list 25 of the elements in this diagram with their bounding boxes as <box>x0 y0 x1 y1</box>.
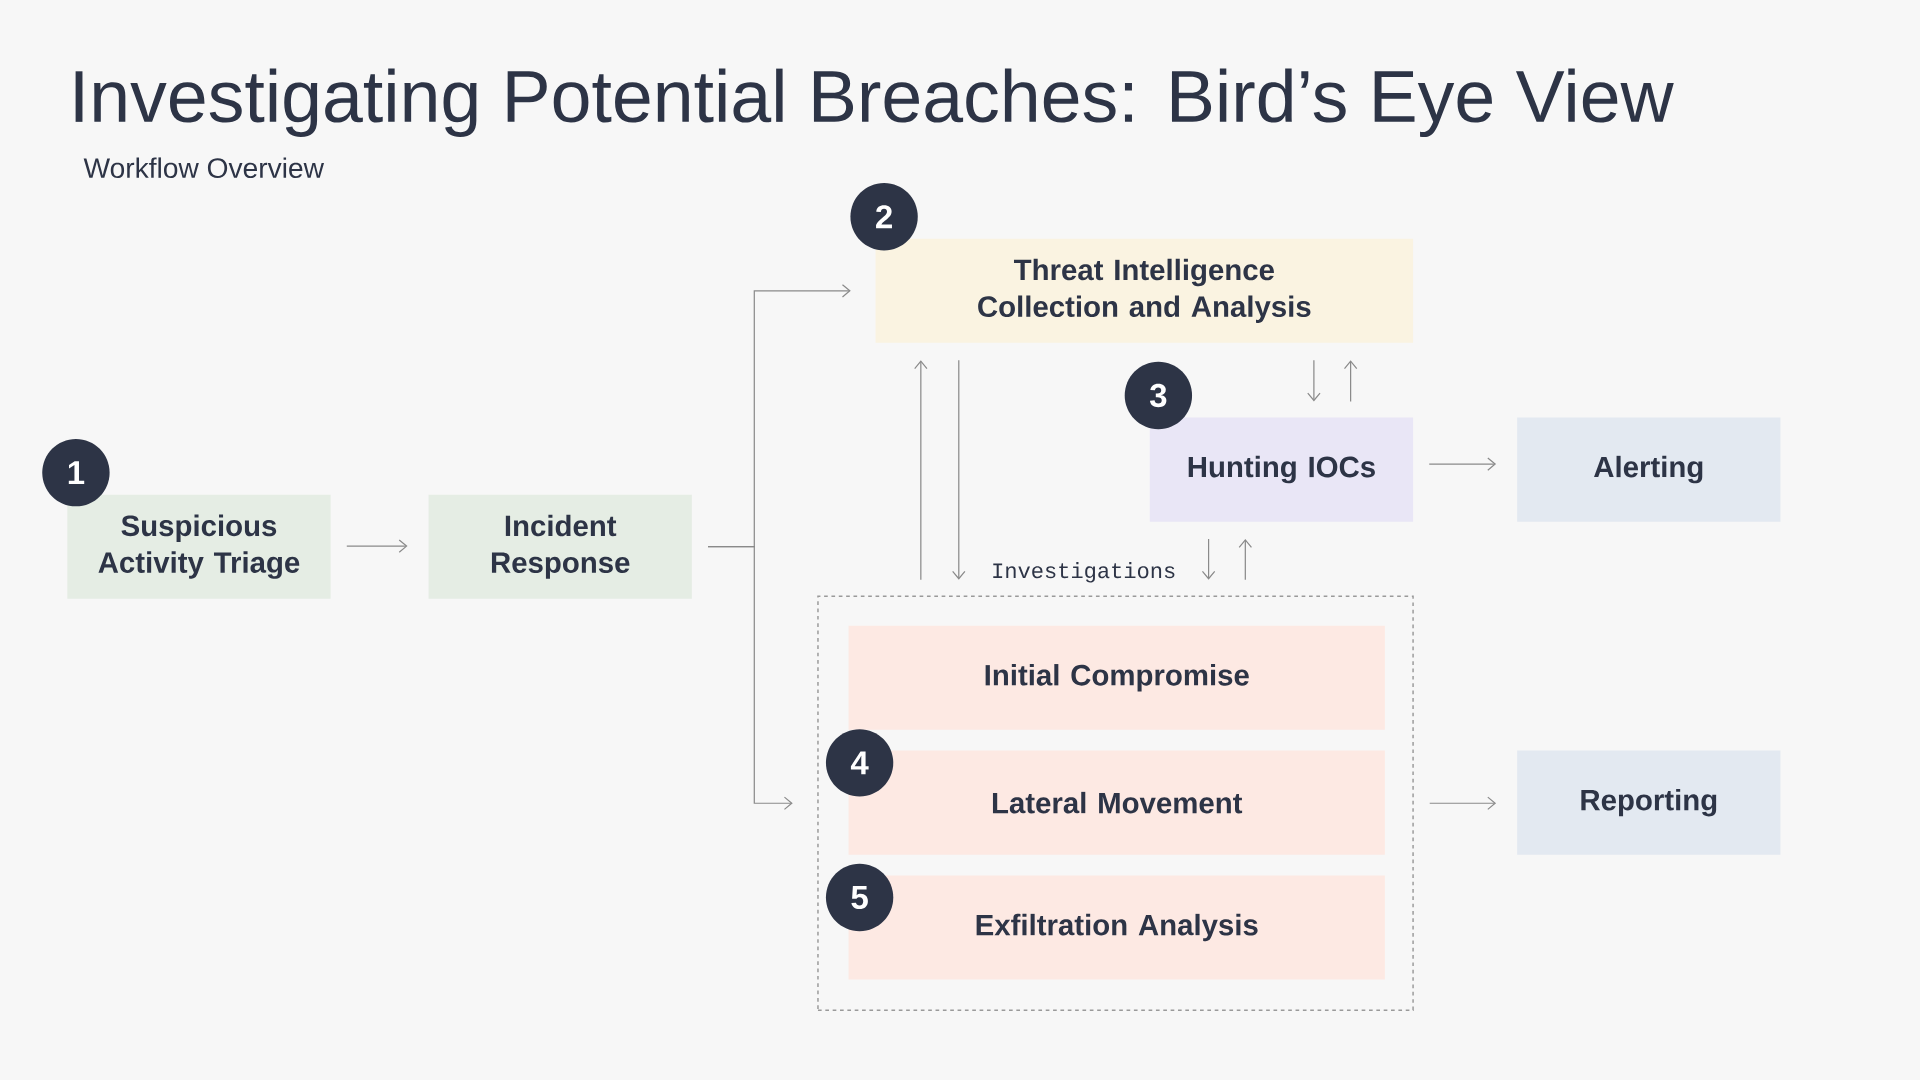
process-box: Suspicious Activity Triage <box>67 494 331 599</box>
arrow <box>1343 360 1358 402</box>
process-box: Alerting <box>1517 417 1781 522</box>
process-box: Initial Compromise <box>848 625 1385 730</box>
arrow <box>1238 539 1253 581</box>
number-badge: 3 <box>1124 361 1193 430</box>
process-box: Incident Response <box>428 494 692 599</box>
title: Investigating Potential Breaches: Bird’s Eye View <box>75 68 1674 138</box>
number-badge: 5 <box>825 863 894 932</box>
arrow <box>346 539 408 553</box>
arrow <box>952 359 966 580</box>
arrow <box>914 360 928 581</box>
process-box: Threat Intelligence Collection and Analysis <box>875 238 1414 343</box>
number-badge: 1 <box>42 439 110 507</box>
process-box: Reporting <box>1517 750 1781 855</box>
arrow <box>1428 457 1497 471</box>
arrow <box>1307 359 1321 402</box>
subtitle: Workflow Overview <box>83 157 325 179</box>
number-badge: 4 <box>825 729 894 797</box>
arrow <box>1201 538 1216 580</box>
arrow <box>1429 796 1497 810</box>
process-box: Hunting IOCs <box>1149 417 1414 522</box>
node-label: Investigations <box>993 562 1175 583</box>
arrow <box>707 546 793 810</box>
number-badge: 2 <box>850 183 918 251</box>
